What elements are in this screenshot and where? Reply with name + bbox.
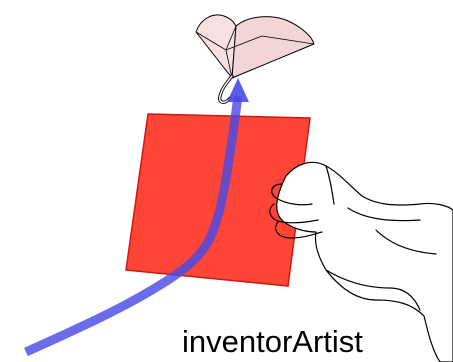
paper-flower-icon	[196, 15, 314, 78]
caption-text: inventorArtist	[182, 322, 363, 362]
flower-petal-right	[232, 17, 314, 78]
arrow-head	[227, 78, 249, 102]
